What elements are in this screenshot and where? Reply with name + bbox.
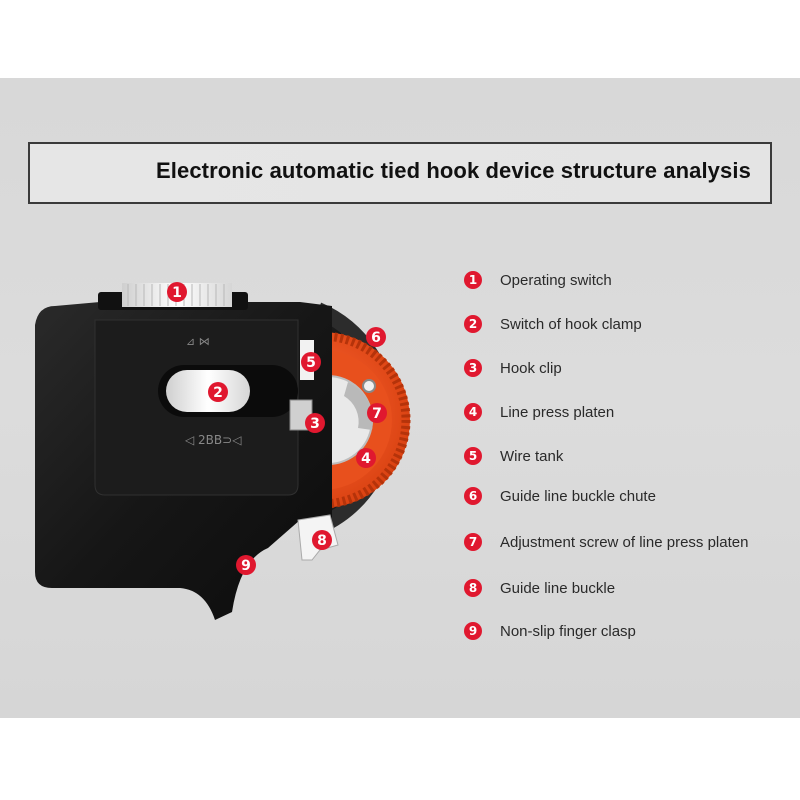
legend-item: 9 Non-slip finger clasp — [464, 620, 636, 642]
legend-label: Non-slip finger clasp — [500, 622, 636, 640]
legend-label: Adjustment screw of line press platen — [500, 533, 749, 551]
legend-badge: 5 — [464, 447, 482, 465]
legend-badge: 1 — [464, 271, 482, 289]
legend-badge: 2 — [464, 315, 482, 333]
legend-label: Operating switch — [500, 271, 612, 289]
legend-label: Guide line buckle chute — [500, 487, 656, 505]
marker-3: 3 — [305, 413, 325, 433]
svg-text:9: 9 — [241, 558, 251, 574]
legend-badge: 4 — [464, 403, 482, 421]
legend-item: 8 Guide line buckle — [464, 577, 615, 599]
legend-label: Hook clip — [500, 359, 562, 377]
lower-marking: ◁ 2BB⊃◁ — [184, 433, 241, 447]
marker-6: 6 — [366, 327, 386, 347]
svg-text:6: 6 — [371, 330, 381, 346]
page-title: Electronic automatic tied hook device st… — [156, 158, 751, 183]
svg-text:5: 5 — [306, 355, 316, 371]
legend-badge: 7 — [464, 533, 482, 551]
legend-item: 6 Guide line buckle chute — [464, 485, 656, 507]
marker-9: 9 — [236, 555, 256, 575]
svg-text:4: 4 — [361, 451, 371, 467]
legend-item: 2 Switch of hook clamp — [464, 313, 642, 335]
marker-8: 8 — [312, 530, 332, 550]
legend-label: Line press platen — [500, 403, 615, 421]
legend-badge: 3 — [464, 359, 482, 377]
svg-text:2: 2 — [213, 385, 223, 401]
legend-label: Wire tank — [500, 447, 564, 465]
legend-badge: 9 — [464, 622, 482, 640]
marker-5: 5 — [301, 352, 321, 372]
upper-marking: ⊿ ⋈ — [186, 335, 210, 348]
svg-text:3: 3 — [310, 416, 320, 432]
legend-badge: 8 — [464, 579, 482, 597]
legend-item: 7 Adjustment screw of line press platen — [464, 531, 748, 553]
legend-label: Guide line buckle — [500, 579, 616, 597]
legend-item: 1 Operating switch — [464, 269, 612, 291]
svg-text:7: 7 — [372, 406, 382, 422]
legend-item: 5 Wire tank — [464, 445, 563, 467]
legend-badge: 6 — [464, 487, 482, 505]
hook-clamp-switch — [166, 370, 250, 412]
marker-1: 1 — [167, 282, 187, 302]
svg-text:8: 8 — [317, 533, 327, 549]
legend-item: 4 Line press platen — [464, 401, 614, 423]
title-frame — [28, 142, 772, 204]
legend-item: 3 Hook clip — [464, 357, 562, 379]
svg-text:1: 1 — [172, 285, 182, 301]
marker-7: 7 — [367, 403, 387, 423]
marker-2: 2 — [208, 382, 228, 402]
marker-4: 4 — [356, 448, 376, 468]
legend-label: Switch of hook clamp — [500, 315, 642, 333]
